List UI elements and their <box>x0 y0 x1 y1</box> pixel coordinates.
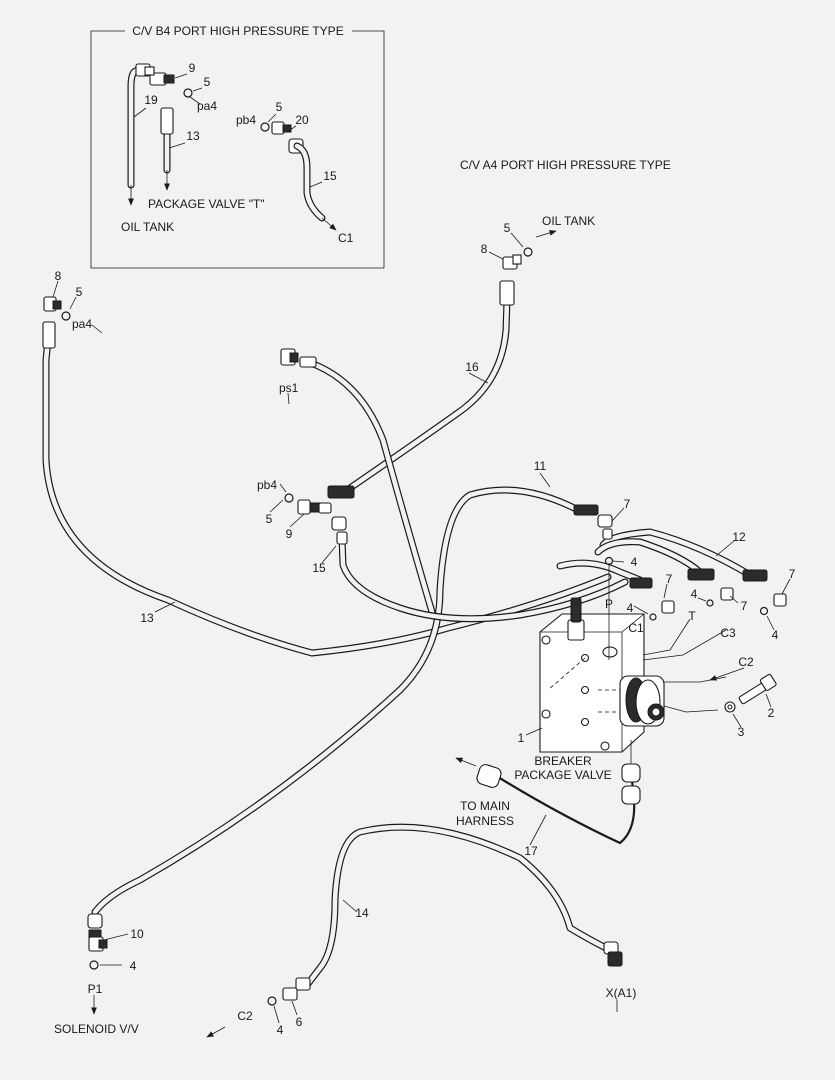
callout-11: 11 <box>534 459 547 473</box>
port-c2-bottom: C2 <box>237 1009 253 1023</box>
callout-6: 6 <box>296 1015 303 1029</box>
callout-2: 2 <box>768 706 775 720</box>
callout-17: 17 <box>524 844 538 858</box>
inset-title: C/V B4 PORT HIGH PRESSURE TYPE <box>132 24 343 38</box>
hose-16 <box>346 296 511 492</box>
inset-o-ring-5a <box>183 88 193 98</box>
callout-5: 5 <box>266 512 273 526</box>
callout-19: 19 <box>144 93 158 107</box>
callout-3: 3 <box>738 725 745 739</box>
a4-port-title: C/V A4 PORT HIGH PRESSURE TYPE <box>460 158 671 172</box>
label-ps1: ps1 <box>279 381 299 395</box>
callout-20: 20 <box>295 113 309 127</box>
port-p1: P1 <box>88 982 103 996</box>
fitting-9 <box>284 485 355 545</box>
label-package-valve: PACKAGE VALVE <box>514 768 611 782</box>
callout-7: 7 <box>624 497 631 511</box>
callout-5: 5 <box>276 100 283 114</box>
fitting-ps1 <box>280 348 317 368</box>
callout-5: 5 <box>204 75 211 89</box>
callout-4: 4 <box>627 601 634 615</box>
callout-4: 4 <box>277 1023 284 1037</box>
fitting-8-right <box>499 247 533 306</box>
label-solenoid-valve: SOLENOID V/V <box>54 1022 139 1036</box>
callout-4: 4 <box>772 628 779 642</box>
wire-17 <box>497 776 636 845</box>
callout-1: 1 <box>518 731 525 745</box>
breaker-package-valve <box>539 597 665 805</box>
callout-5: 5 <box>504 221 511 235</box>
hose-15 <box>338 534 629 623</box>
callout-4: 4 <box>691 587 698 601</box>
label-c1: C1 <box>338 231 354 245</box>
callout-12: 12 <box>732 530 746 544</box>
hose-12 <box>556 528 754 584</box>
callout-8: 8 <box>55 269 62 283</box>
label-pa4: pa4 <box>197 99 217 113</box>
fitting-10 <box>87 913 108 970</box>
fitting-7-group <box>573 504 787 621</box>
hose-14 <box>303 823 610 989</box>
label-pa4: pa4 <box>72 317 92 331</box>
bolt-2 <box>738 673 777 705</box>
port-c2: C2 <box>738 655 754 669</box>
callout-7: 7 <box>741 599 748 613</box>
callout-9: 9 <box>189 61 196 75</box>
fitting-8-left <box>42 296 71 349</box>
label-to-main: TO MAIN <box>460 799 510 813</box>
callout-8: 8 <box>481 242 488 256</box>
label-pb4: pb4 <box>257 478 277 492</box>
label-pb4: pb4 <box>236 113 256 127</box>
hose-11 <box>91 486 582 916</box>
callout-15: 15 <box>312 561 326 575</box>
hose-ps1 <box>304 358 436 616</box>
callout-7: 7 <box>666 572 673 586</box>
callout-13: 13 <box>140 611 154 625</box>
callout-15: 15 <box>323 169 337 183</box>
port-p: P <box>605 597 613 611</box>
label-oil-tank: OIL TANK <box>121 220 174 234</box>
label-oil-tank: OIL TANK <box>542 214 595 228</box>
inset-b4-port: C/V B4 PORT HIGH PRESSURE TYPE 9 <box>90 24 385 269</box>
port-c1: C1 <box>628 621 644 635</box>
inset-fitting-9 <box>135 63 175 86</box>
callout-4: 4 <box>631 555 638 569</box>
port-t: T <box>688 609 696 623</box>
callout-14: 14 <box>355 906 369 920</box>
callout-13: 13 <box>186 129 200 143</box>
callout-7: 7 <box>789 567 796 581</box>
inset-hose-15 <box>293 142 326 222</box>
label-package-valve-t: PACKAGE VALVE "T" <box>148 197 265 211</box>
callout-5: 5 <box>76 285 83 299</box>
callout-10: 10 <box>130 927 144 941</box>
port-xa1: X(A1) <box>606 986 637 1000</box>
callout-4: 4 <box>130 959 137 973</box>
fitting-6 <box>267 977 311 1006</box>
callout-16: 16 <box>465 360 479 374</box>
label-harness: HARNESS <box>456 814 514 828</box>
harness-connector <box>476 764 502 788</box>
callout-9: 9 <box>286 527 293 541</box>
fitting-xa1 <box>603 941 623 967</box>
port-c3: C3 <box>720 626 736 640</box>
label-breaker: BREAKER <box>534 754 592 768</box>
